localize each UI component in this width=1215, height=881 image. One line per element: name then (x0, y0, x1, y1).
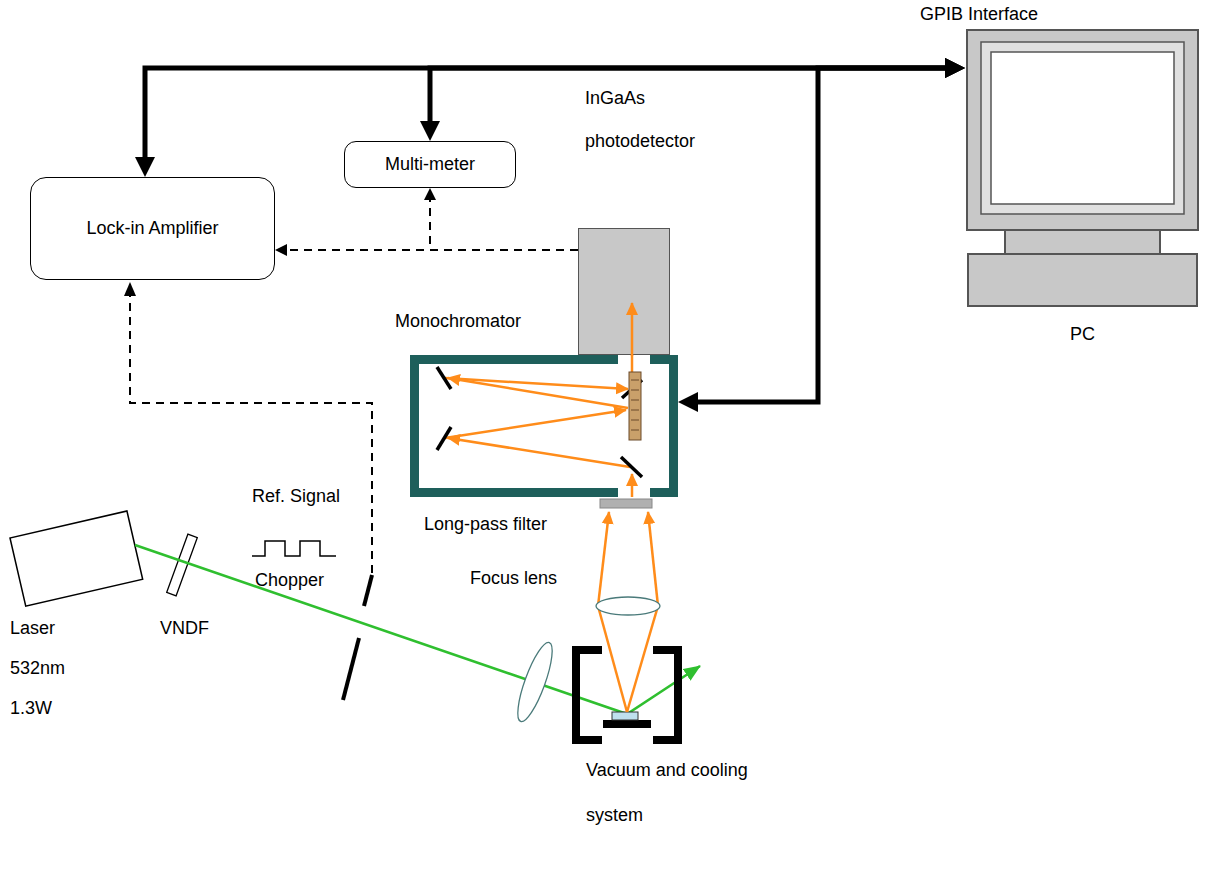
arrowhead (135, 157, 155, 177)
monochromator-frame (410, 355, 678, 497)
part-label: Chopper (255, 570, 324, 591)
monitor-bezel (981, 42, 1184, 214)
laser-box (10, 511, 143, 606)
node-text: PC (1070, 323, 1095, 345)
gpib-bus (135, 58, 965, 177)
part-label: Long-pass filter (424, 514, 547, 535)
pl-ray (448, 438, 630, 467)
sample (612, 712, 638, 720)
detector-ray-layer (579, 229, 671, 356)
part-label: Vacuum and cooling system (586, 748, 786, 838)
mirror (437, 367, 451, 389)
ref-signal-wire (130, 296, 372, 573)
arrowhead (275, 244, 287, 256)
mirror (437, 427, 451, 450)
chamber-wall (653, 650, 678, 740)
pl-ray (648, 512, 658, 606)
photodetector-box: InGaAs photodetector (578, 228, 670, 355)
chamber-wall (576, 650, 602, 740)
square-wave (252, 541, 336, 556)
monochromator-housing (415, 360, 674, 493)
pl-ray (598, 606, 627, 712)
part-label: Focus lens (470, 568, 557, 589)
grating-lines (631, 380, 639, 430)
monitor-stand (1005, 230, 1160, 254)
signal-label: Ref. Signal (252, 486, 340, 507)
gpib-bus (678, 58, 965, 412)
arrowhead (945, 58, 965, 78)
pl-ray (631, 303, 634, 356)
pl-ray (631, 474, 634, 497)
computer-base (968, 254, 1197, 306)
connector-line (692, 68, 951, 402)
arrowhead (945, 58, 965, 78)
bus-label: GPIB Interface (920, 4, 1038, 25)
monitor-case (967, 30, 1198, 230)
arrowhead (945, 58, 965, 78)
monitor-screen (991, 52, 1174, 204)
part-label: VNDF (160, 618, 209, 639)
connector-line (145, 68, 951, 163)
ref-signal-arrowhead (124, 282, 136, 296)
pl-ray (445, 378, 628, 389)
signal-wire (424, 188, 578, 250)
monochromator-box: Monochromator (410, 355, 678, 497)
long-pass-filter (600, 499, 652, 508)
pl-ray (627, 606, 658, 712)
arrowhead (678, 392, 698, 412)
chopper-blade (364, 575, 372, 606)
connector-line (430, 68, 951, 127)
arrowhead (424, 188, 436, 200)
node-text: InGaAs photodetector (585, 77, 735, 163)
node-text: Lock-in Amplifier (86, 218, 218, 239)
beam-lens (511, 639, 559, 725)
pc-drawing (965, 28, 1200, 310)
multimeter-box: Multi-meter (344, 141, 516, 188)
mirror (621, 457, 642, 477)
arrowhead (420, 121, 440, 141)
laser-label: Laser 532nm 1.3W (10, 608, 72, 728)
node-text: Multi-meter (385, 154, 475, 175)
pc-computer: PC (965, 28, 1200, 310)
lock-in-amplifier-box: Lock-in Amplifier (30, 177, 275, 280)
focus-lens (596, 597, 660, 615)
chopper-blade (343, 638, 359, 700)
pl-ray (445, 410, 626, 438)
grating (629, 372, 641, 440)
node-text: Monochromator (395, 310, 521, 332)
connector-line (430, 196, 578, 250)
pl-ray (598, 512, 609, 606)
sample-holder (603, 720, 651, 728)
laser-beam (135, 545, 700, 714)
